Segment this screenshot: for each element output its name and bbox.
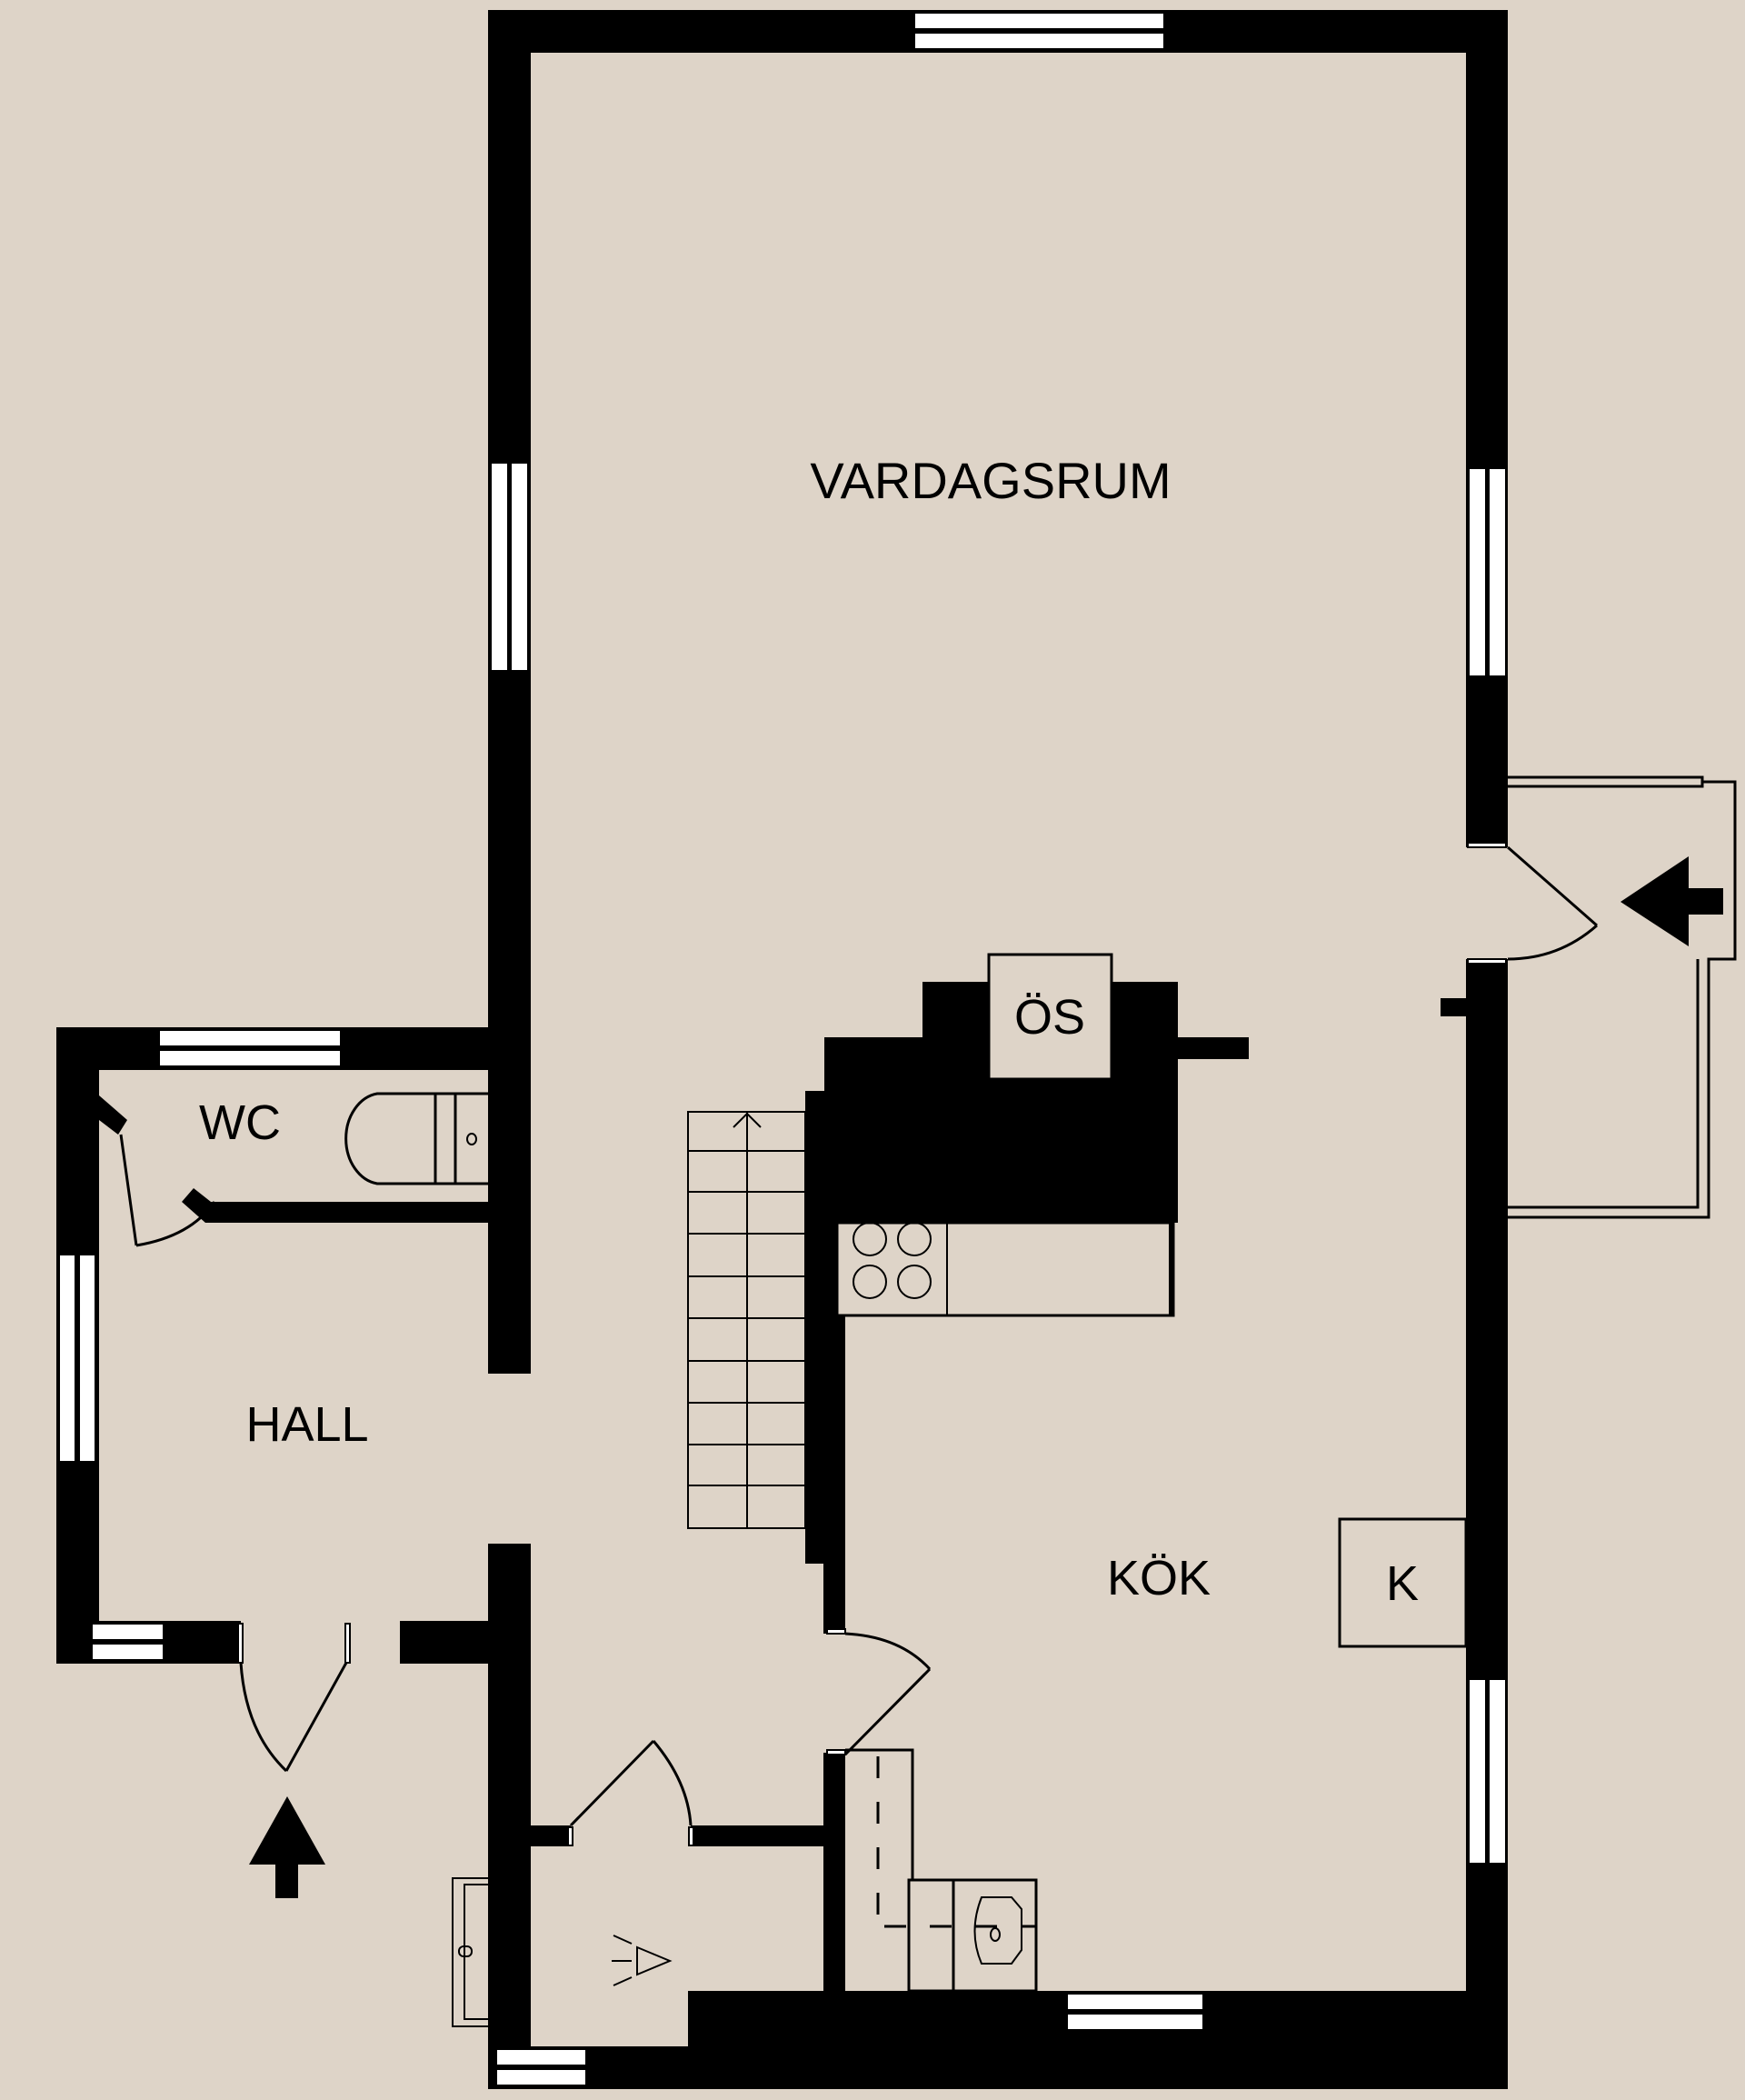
- window-wc-north-b: [158, 1049, 342, 1067]
- chimney-box: [987, 953, 1113, 1081]
- window-hall-west-b: [78, 1254, 96, 1463]
- burner-icon: [853, 1265, 887, 1299]
- window-kitchen-south-b: [1066, 2013, 1204, 2031]
- wc-south-wall: [182, 1188, 488, 1223]
- kitchen-partition-lower: [823, 1753, 845, 2048]
- window-bath-south-b: [495, 2068, 587, 2086]
- stair-direction-arrow-icon: [733, 1112, 762, 1128]
- stair-side-wall: [805, 1091, 825, 1564]
- arrow-left-icon: [1620, 856, 1723, 946]
- sink-icon: [973, 1896, 1022, 1965]
- kitchen-lower-counter: [845, 1748, 1038, 1993]
- doors: [119, 842, 1598, 1846]
- fridge-box: [1338, 1517, 1468, 1648]
- window-kitchen-south-a: [1066, 1993, 1204, 2011]
- burner-icon: [853, 1222, 887, 1256]
- bath-door[interactable]: [567, 1739, 694, 1846]
- window-living-east-b: [1488, 467, 1507, 677]
- bath-north-wall-right: [691, 1825, 825, 1846]
- bath-west-wall: [488, 1544, 531, 2089]
- window-kitchen-east-b: [1488, 1678, 1507, 1865]
- window-kitchen-east-a: [1468, 1678, 1487, 1865]
- window-hall-west-a: [58, 1254, 76, 1463]
- chimney-block: [824, 982, 1249, 1223]
- side-entrance-door[interactable]: [1467, 842, 1598, 965]
- kitchen-door[interactable]: [826, 1628, 932, 1756]
- arrow-up-icon: [249, 1796, 325, 1898]
- east-wall-lower: [1466, 959, 1508, 2029]
- staircase: [687, 1111, 806, 1529]
- window-top-outer: [913, 12, 1165, 30]
- room-label-vardagsrum: VARDAGSRUM: [810, 452, 1171, 509]
- chimney-label: ÖS: [1014, 990, 1085, 1045]
- window-hall-south-b: [91, 1643, 165, 1661]
- windows: [58, 12, 1507, 2086]
- window-hall-south-a: [91, 1623, 165, 1641]
- wc-door-jamb: [99, 1095, 127, 1135]
- window-living-east-a: [1468, 467, 1487, 677]
- burner-icon: [897, 1222, 932, 1256]
- hall-south-wall-right: [400, 1621, 491, 1664]
- window-top-inner: [913, 32, 1165, 50]
- window-living-west-a: [490, 462, 509, 672]
- toilet: [344, 1092, 488, 1185]
- wall-lamp-icon: [612, 1935, 673, 1986]
- room-label-hall: HALL: [245, 1397, 368, 1452]
- living-west-wall: [488, 10, 531, 1374]
- east-wall-stub: [1441, 998, 1468, 1016]
- window-bath-south-a: [495, 2048, 587, 2066]
- window-wc-north-a: [158, 1029, 342, 1047]
- burner-icon: [897, 1265, 932, 1299]
- wc-door[interactable]: [119, 1134, 216, 1247]
- porch: [1508, 775, 1737, 1219]
- bath-north-wall-left: [531, 1825, 571, 1846]
- fridge-label: K: [1386, 1556, 1419, 1611]
- room-label-wc: WC: [199, 1095, 281, 1150]
- window-living-west-b: [510, 462, 529, 672]
- stove-counter: [835, 1221, 1175, 1317]
- room-label-kok: KÖK: [1107, 1551, 1211, 1605]
- shower: [452, 1877, 502, 2027]
- main-entrance-door[interactable]: [237, 1623, 351, 1773]
- east-wall-upper: [1466, 10, 1508, 847]
